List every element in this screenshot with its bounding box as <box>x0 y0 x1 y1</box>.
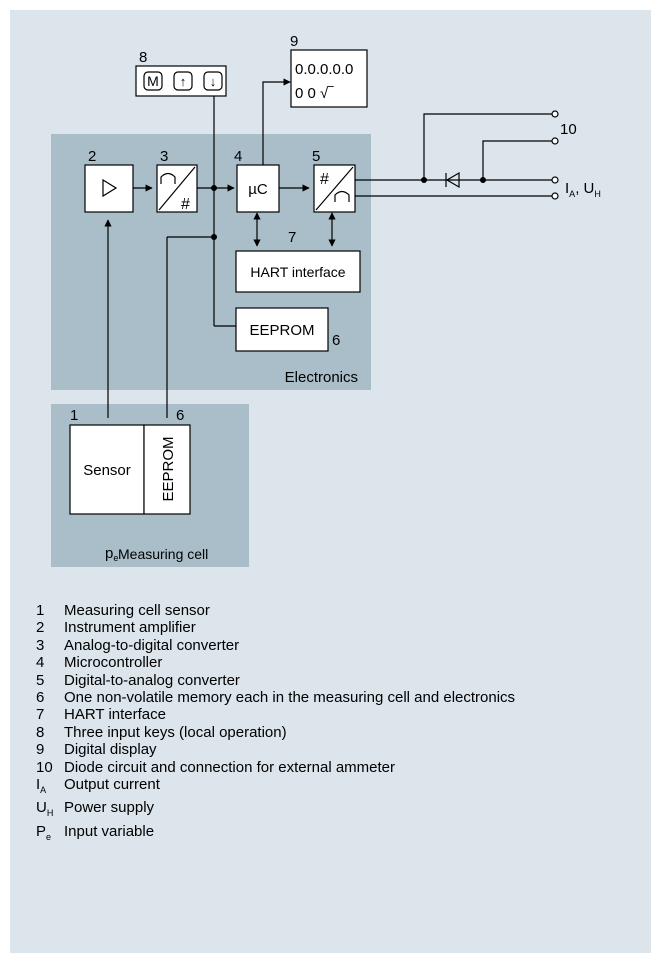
legend-item: 3 Analog-to-digital converter <box>36 637 636 654</box>
legend-item: IA Output current <box>36 776 636 799</box>
dac-digital-icon: # <box>320 171 329 188</box>
legend: 1 Measuring cell sensor 2 Instrument amplif… <box>36 602 636 846</box>
terminal-ammeter-2 <box>551 137 559 145</box>
block-diagram: # # M ↑ ↓ 0.0.0.0.0 0 0 √‾ µC HART inter… <box>51 33 601 567</box>
input-label: pe <box>105 545 118 563</box>
dac-divider <box>315 166 354 211</box>
amplifier-block <box>84 164 134 213</box>
junction-out-2 <box>480 177 486 183</box>
hart-interface-label: HART interface <box>250 264 345 280</box>
key-down-button[interactable] <box>203 71 223 91</box>
number-label-4: 4 <box>234 148 242 165</box>
legend-item: 8 Three input keys (local operation) <box>36 724 636 741</box>
legend-key: 4 <box>36 654 45 672</box>
adc-analog-icon <box>160 172 176 184</box>
eeprom-cell-label: EEPROM <box>160 436 177 501</box>
hart-interface-block <box>235 250 361 293</box>
display-line-2: 0 0 √‾ <box>295 85 334 102</box>
output-label: IA, UH <box>565 180 601 199</box>
key-mode-button[interactable] <box>143 71 163 91</box>
wire-branch-upper <box>423 113 552 180</box>
legend-item: 10 Diode circuit and connection for exter… <box>36 759 636 776</box>
legend-key: 9 <box>36 741 45 759</box>
junction-eeprom-cell <box>211 234 217 240</box>
legend-item: 1 Measuring cell sensor <box>36 602 636 619</box>
adc-digital-icon: # <box>181 196 190 213</box>
measuring-cell-label: Measuring cell <box>118 546 208 562</box>
dac-analog-icon <box>334 190 350 202</box>
sensor-block <box>69 424 145 515</box>
wire-mc-display <box>262 78 291 165</box>
number-label-1: 1 <box>70 407 78 424</box>
legend-key: 2 <box>36 619 45 637</box>
key-up-icon: ↑ <box>180 74 187 89</box>
legend-key: 8 <box>36 723 45 741</box>
sensor-label: Sensor <box>83 462 131 479</box>
legend-text: Microcontroller <box>64 654 163 672</box>
legend-key: 10 <box>36 758 53 776</box>
diagram-panel: # # M ↑ ↓ 0.0.0.0.0 0 0 √‾ µC HART inter… <box>10 10 651 953</box>
legend-text: Power supply <box>64 799 155 817</box>
legend-key: Pe <box>36 822 52 842</box>
legend-key: 1 <box>36 602 45 619</box>
number-label-10: 10 <box>560 121 577 138</box>
key-up-button[interactable] <box>173 71 193 91</box>
legend-text: Measuring cell sensor <box>64 602 210 619</box>
legend-item: 4 Microcontroller <box>36 654 636 671</box>
key-down-icon: ↓ <box>210 74 217 89</box>
legend-item: 6 One non-volatile memory each in the mea… <box>36 689 636 706</box>
junction-out-1 <box>421 177 427 183</box>
number-label-3: 3 <box>160 148 168 165</box>
legend-text: Digital display <box>64 741 157 759</box>
legend-item: 2 Instrument amplifier <box>36 619 636 636</box>
legend-text: Instrument amplifier <box>64 619 196 637</box>
legend-text: Input variable <box>64 822 155 840</box>
legend-text: Analog-to-digital converter <box>64 636 240 654</box>
legend-item: 7 HART interface <box>36 706 636 723</box>
eeprom-cell-block <box>143 424 191 515</box>
eeprom-electronics-block <box>235 307 329 352</box>
legend-key: 5 <box>36 671 45 689</box>
diode-icon <box>445 171 460 189</box>
junction-adc-mc <box>211 185 217 191</box>
terminal-out-1 <box>551 176 559 184</box>
number-label-7: 7 <box>288 229 296 246</box>
legend-text: Digital-to-analog converter <box>64 671 240 689</box>
legend-item: UH Power supply <box>36 799 636 822</box>
legend-item: Pe Input variable <box>36 823 636 846</box>
legend-key: 7 <box>36 706 45 724</box>
key-mode-label: M <box>147 73 159 89</box>
legend-item: 5 Digital-to-analog converter <box>36 672 636 689</box>
legend-text: Diode circuit and connection for externa… <box>64 758 395 776</box>
electronics-label: Electronics <box>285 369 358 386</box>
number-label-5: 5 <box>312 148 320 165</box>
amplifier-icon <box>102 178 118 198</box>
number-label-2: 2 <box>88 148 96 165</box>
legend-text: Output current <box>64 776 160 794</box>
microcontroller-block <box>236 164 280 213</box>
eeprom-electronics-label: EEPROM <box>249 322 314 339</box>
digital-display <box>290 49 368 108</box>
legend-text: Three input keys (local operation) <box>64 723 287 741</box>
microcontroller-label: µC <box>248 181 268 198</box>
wire-branch-lower <box>482 140 552 180</box>
display-line-1: 0.0.0.0.0 <box>295 61 353 78</box>
number-label-9: 9 <box>290 33 298 50</box>
terminal-out-2 <box>551 192 559 200</box>
legend-key: 3 <box>36 636 45 654</box>
legend-key: UH <box>36 799 54 819</box>
legend-item: 9 Digital display <box>36 741 636 758</box>
legend-text: HART interface <box>64 706 166 724</box>
number-label-8: 8 <box>139 49 147 66</box>
number-label-6-electronics: 6 <box>332 332 340 349</box>
adc-divider <box>158 166 196 211</box>
legend-key: IA <box>36 776 47 796</box>
legend-key: 6 <box>36 689 45 707</box>
terminal-ammeter-1 <box>551 110 559 118</box>
legend-text: One non-volatile memory each in the meas… <box>64 689 516 707</box>
number-label-6-cell: 6 <box>176 407 184 424</box>
